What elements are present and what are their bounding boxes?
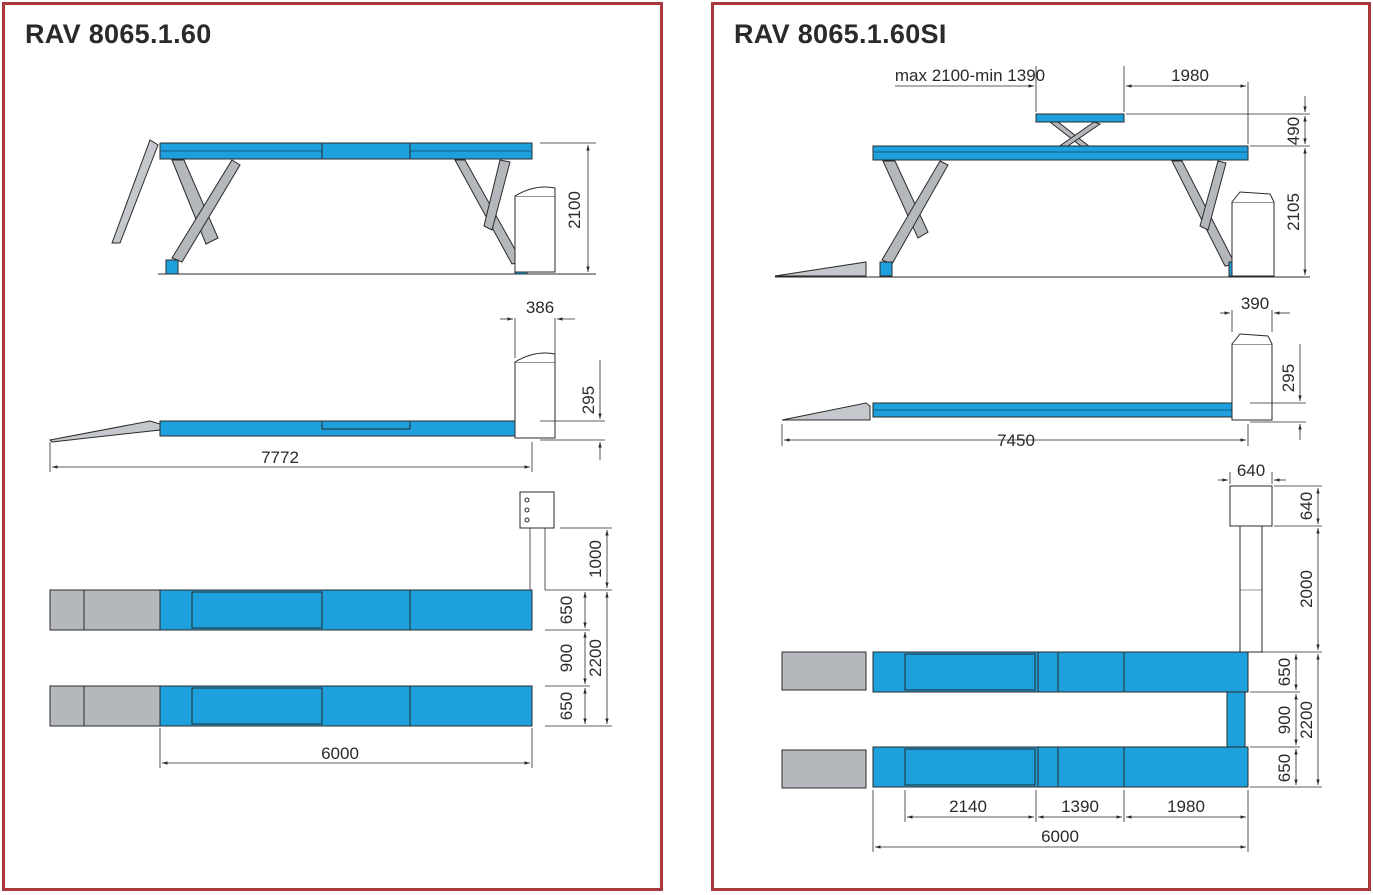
ramp [49,685,85,727]
platform [872,145,1249,161]
dim-console-h: 640 [1297,492,1316,520]
left-side-view-raised [111,139,596,275]
dim-gap: 900 [1275,706,1294,734]
dim-height: 2100 [565,191,584,229]
control-console [514,361,556,439]
dim-track2: 650 [1275,754,1294,782]
dim-length: 7772 [261,448,299,467]
control-console [1229,485,1273,527]
dim-console-w: 640 [1237,461,1265,480]
dim-seg2: 1390 [1061,797,1099,816]
dim-track2: 650 [557,692,576,720]
panel-title: RAV 8065.1.60 [25,19,212,49]
ramp [781,651,867,691]
ramp [48,420,161,443]
dim-seg1: 2140 [949,797,987,816]
dim-depth: 390 [1241,294,1269,313]
ramp [774,261,867,277]
dim-low: 295 [579,386,598,414]
ramp [49,589,85,631]
dim-platform: 6000 [321,744,359,763]
ramp [781,402,871,421]
right-top-view [781,472,1322,852]
dim-console-gap: 1000 [586,540,605,578]
dim-jack-height: 490 [1284,117,1303,145]
dim-length: 7450 [997,431,1035,450]
dim-jack-range: max 2100-min 1390 [895,66,1045,85]
ramp [83,589,161,631]
dim-console-gap: 2000 [1297,570,1316,608]
control-console [514,195,556,273]
dim-low: 295 [1279,364,1298,392]
left-side-view-lowered [48,317,605,472]
dim-height: 2105 [1284,193,1303,231]
control-console [1231,343,1273,421]
right-side-view-lowered [781,310,1306,446]
dim-depth: 386 [526,298,554,317]
jack-table [1035,113,1125,123]
ramp [83,685,161,727]
dim-width: 2200 [1297,701,1316,739]
control-console [1231,201,1275,277]
dim-track1: 650 [1275,658,1294,686]
scissor-arm [171,159,219,245]
dim-jack-pos: 1980 [1171,66,1209,85]
dim-platform: 6000 [1041,827,1079,846]
dim-width: 2200 [586,639,605,677]
dim-gap: 900 [557,644,576,672]
scissor-arm [483,159,511,231]
scissor-arm [171,159,241,263]
ramp [111,139,159,244]
right-side-view-raised [774,66,1310,278]
dim-seg3: 1980 [1167,797,1205,816]
dim-track1: 650 [557,596,576,624]
left-top-view [49,491,612,768]
panel-title: RAV 8065.1.60SI [734,19,947,49]
ramp [781,749,867,789]
